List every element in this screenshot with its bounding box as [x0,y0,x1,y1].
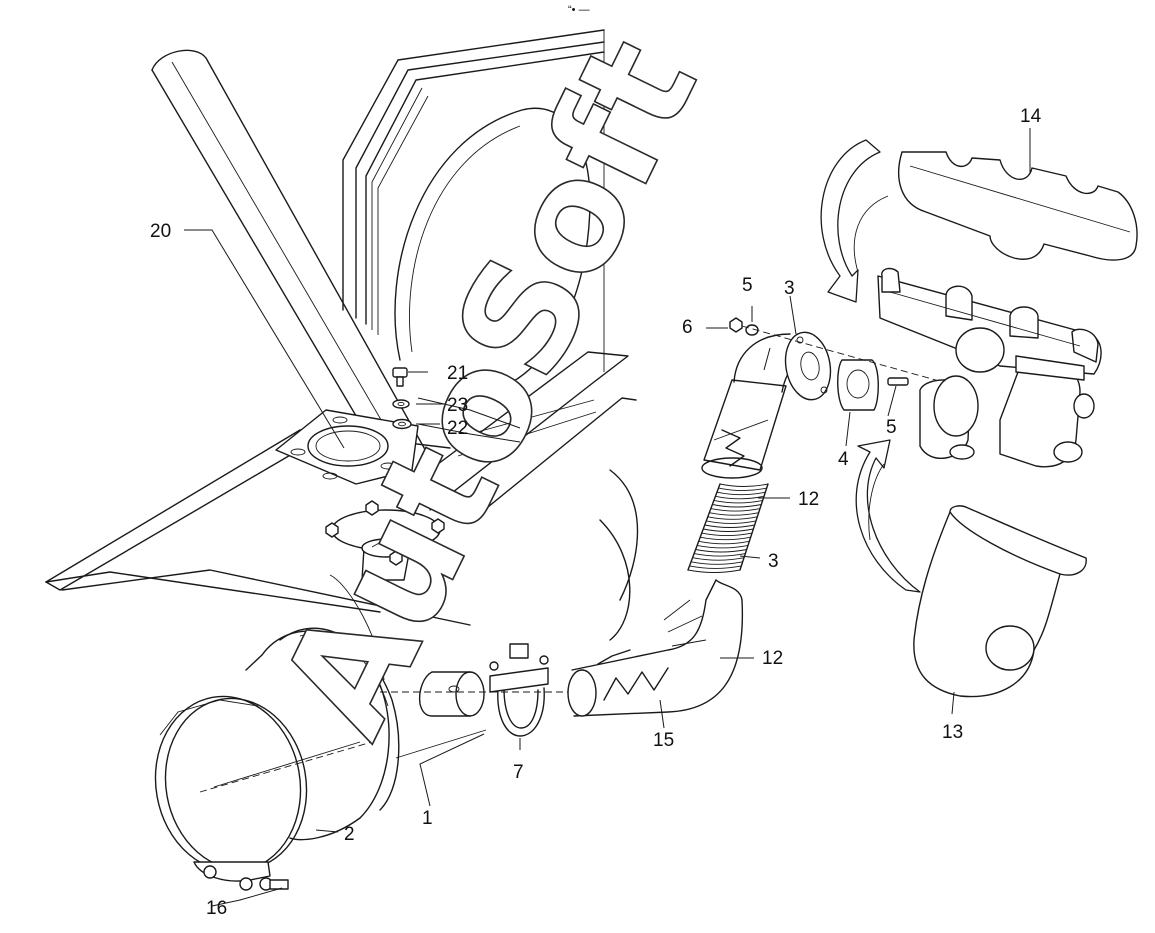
callout-16: 16 [206,898,227,919]
callout-14: 14 [1020,106,1042,127]
upper-elbow-3 [733,331,832,401]
muffler-mount-ring [325,500,445,581]
bolt-21 [392,367,408,387]
callout-11: 7 [513,762,524,783]
watermark-text: AutoSoft [248,14,731,760]
stud-5 [887,377,909,386]
lower-elbow-pipe [567,579,744,717]
upper-sleeve-12 [701,379,787,479]
leader-lines [184,128,1031,907]
callout-21: 21 [447,363,468,384]
tailpipe-20 [151,49,433,471]
callout-1: 1 [422,808,433,829]
callout-13: 13 [942,722,963,743]
intake-elbow-13 [913,505,1087,698]
flex-bellows-pipe-3 [687,483,769,573]
callout-4: 4 [838,449,849,470]
turbocharger [919,327,1095,468]
callout-6: 5 [742,275,753,296]
top-mark: “• — [568,4,590,16]
flow-arrow-intake [855,439,921,593]
callout-7: 6 [682,317,693,338]
callout-23: 23 [447,395,468,416]
washer-23 [392,399,410,409]
pipe-sleeve [380,671,580,717]
callout-12-lower: 12 [762,648,783,669]
washer-22 [392,418,412,430]
callout-20: 20 [150,221,171,242]
callout-3-mid: 3 [768,551,779,572]
cab-rear-panel [342,29,605,393]
mounting-flange-plate [275,409,419,485]
callout-labels: 20 21 23 22 1 2 16 7 15 12 3 12 6 5 3 4 … [150,106,1042,919]
callout-22: 22 [447,418,468,439]
callout-12-upper: 12 [798,489,819,510]
callout-5: 5 [886,417,897,438]
u-clamp-11 [489,643,549,737]
clamp-bolt-16 [193,861,289,891]
platform-deck [45,351,639,641]
callout-3-top: 3 [784,278,795,299]
nut-7 [729,317,743,333]
gasket-4 [837,359,879,411]
flow-arrow-exhaust [820,139,889,303]
callout-15: 15 [653,730,674,751]
callout-2: 2 [344,824,355,845]
exhaust-manifold [877,267,1102,375]
heat-shield-14 [898,151,1138,261]
